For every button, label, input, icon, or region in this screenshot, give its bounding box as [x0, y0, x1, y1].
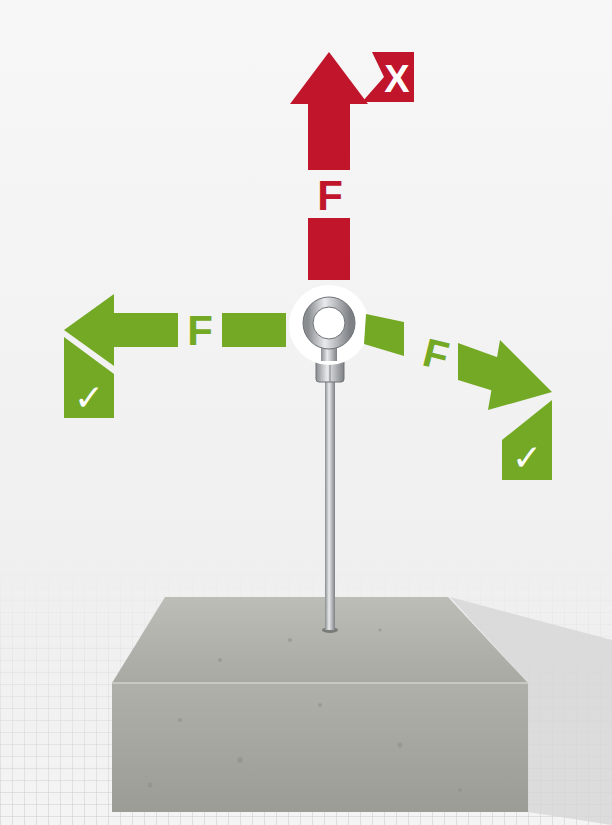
accept-mark: ✓ — [74, 380, 104, 416]
accept-mark: ✓ — [512, 440, 542, 476]
reject-mark: X — [384, 60, 409, 98]
force-label: F — [187, 310, 213, 352]
force-label: F — [317, 175, 343, 217]
